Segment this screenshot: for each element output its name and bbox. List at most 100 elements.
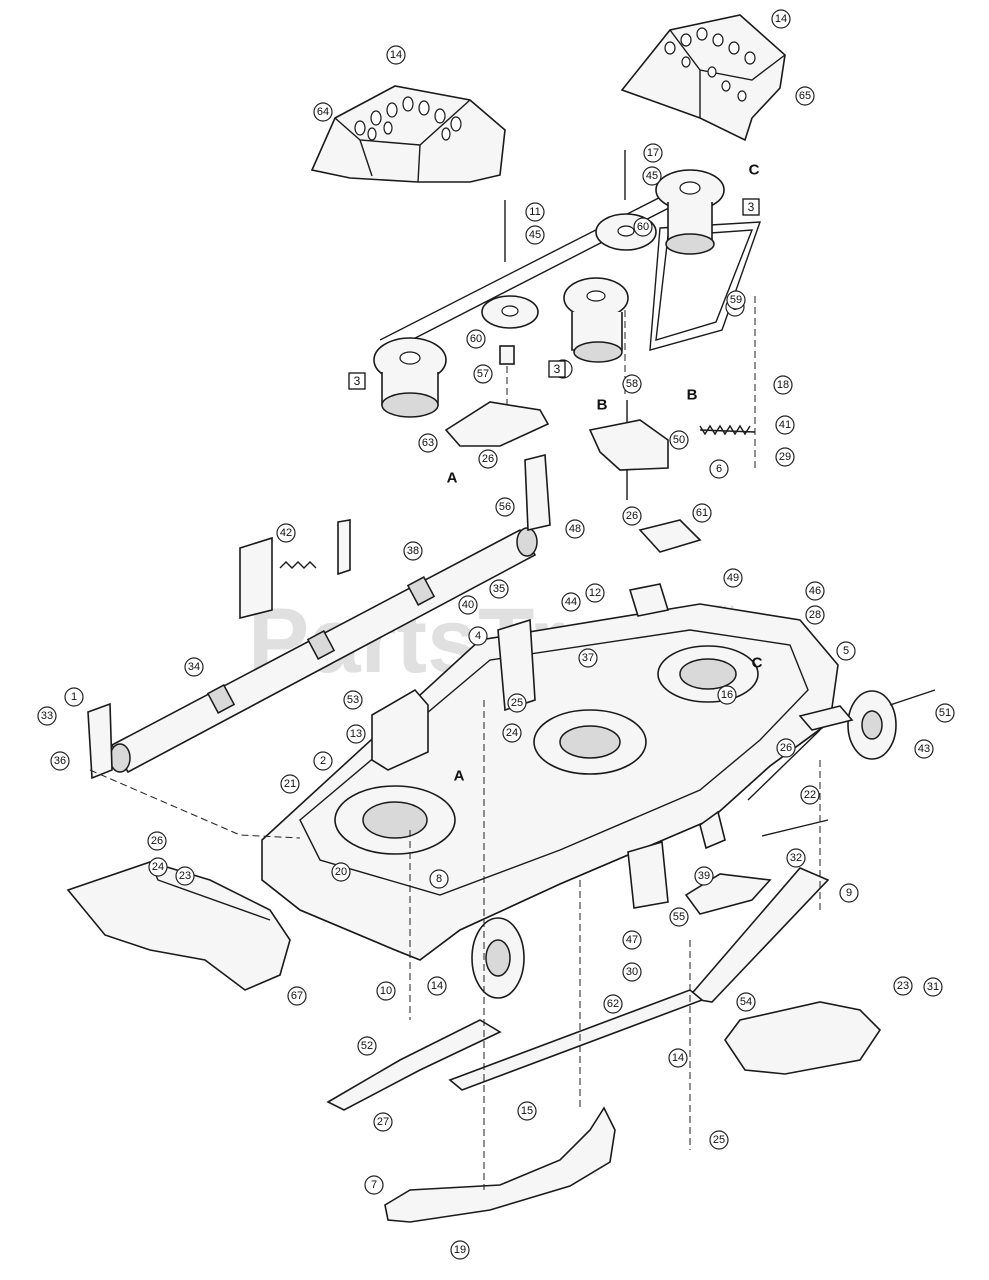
part-number: 16 [721,689,733,701]
part-callout: 64 [313,102,333,122]
plate-61 [638,519,702,553]
part-number: 37 [582,652,594,664]
part-number: 25 [713,1134,725,1146]
part-number: 35 [493,583,505,595]
boxed-part-number: 3 [354,374,361,388]
part-callout: 58 [622,374,642,394]
part-number: 14 [775,13,787,25]
spacer-57 [499,345,515,365]
part-number: 7 [371,1179,377,1191]
part-callout: 24 [148,857,168,877]
part-callout: 32 [786,848,806,868]
part-callout: 26 [622,506,642,526]
part-callout: 45 [525,225,545,245]
part-callout: 26 [776,738,796,758]
baffle-62 [448,989,704,1091]
part-callout: 43 [914,739,934,759]
bracket-63 [444,401,550,447]
part-callout: 38 [403,541,423,561]
part-number: 24 [152,861,164,873]
part-number: 51 [939,707,951,719]
part-number: 56 [499,501,511,513]
part-number: 26 [626,510,638,522]
part-number: 40 [462,599,474,611]
part-callout: 5 [836,641,856,661]
part-number: 19 [454,1244,466,1256]
part-number: 10 [380,985,392,997]
part-callout: 62 [603,994,623,1014]
part-callout: 18 [773,375,793,395]
part-number: 52 [361,1040,373,1052]
part-callout: 47 [622,930,642,950]
baffle-54 [724,1001,882,1075]
part-callout: 1 [64,687,84,707]
baffle-9 [686,867,830,1003]
reference-letter: C [752,655,763,672]
part-number: 4 [475,630,481,642]
part-callout: 37 [578,648,598,668]
side-bracket-mid [699,810,726,850]
part-callout: 49 [723,568,743,588]
part-number: 2 [320,755,326,767]
part-number: 20 [335,866,347,878]
part-callout: 42 [276,523,296,543]
part-callout: 20 [331,862,351,882]
reference-letter: A [447,470,458,487]
part-callout: 56 [495,497,515,517]
part-callout: 36 [50,751,70,771]
part-callout: 29 [775,447,795,467]
part-number: 26 [780,742,792,754]
part-callout: 59 [726,290,746,310]
mower-deck-shell [261,603,839,961]
part-callout: 44 [561,592,581,612]
part-number: 23 [179,870,191,882]
part-callout: 53 [343,690,363,710]
part-number: 12 [589,587,601,599]
part-callout: 31 [923,977,943,997]
part-callout: 22 [800,785,820,805]
part-callout: 35 [489,579,509,599]
part-callout: 24 [502,723,522,743]
lift-rods [747,729,829,837]
part-number: 42 [280,527,292,539]
part-callout: 13 [346,724,366,744]
part-number: 29 [779,451,791,463]
part-number: 13 [350,728,362,740]
part-callout: 23 [175,866,195,886]
part-callout: 33 [37,706,57,726]
boxed-part-label: 3 [742,198,760,216]
part-number: 26 [151,835,163,847]
part-callout: 61 [692,503,712,523]
part-number: 48 [569,523,581,535]
part-number: 45 [646,170,658,182]
part-number: 43 [918,743,930,755]
part-number: 47 [626,934,638,946]
part-callout: 14 [771,9,791,29]
reference-letter: B [597,397,608,414]
anti-scalp-roller-bar [109,527,538,774]
part-callout: 46 [805,581,825,601]
part-number: 25 [511,697,523,709]
boxed-part-label: 3 [548,360,566,378]
belt-cover-right [620,14,786,142]
part-number: 55 [673,911,685,923]
hardware-guides [409,700,821,1190]
gauge-wheel-43 [847,690,897,760]
roller-bracket-48 [524,453,551,531]
part-number: 31 [927,981,939,993]
part-callout: 26 [147,831,167,851]
part-number: 49 [727,572,739,584]
side-bracket-rear [627,840,669,909]
part-callout: 12 [585,583,605,603]
part-callout: 7 [364,1175,384,1195]
part-number: 23 [897,980,909,992]
part-callout: 4 [468,626,488,646]
spindle-center [563,277,629,363]
part-number: 33 [41,710,53,722]
part-callout: 57 [473,364,493,384]
part-callout: 9 [839,883,859,903]
part-callout: 60 [633,217,653,237]
idler-pulley-left [481,295,539,329]
